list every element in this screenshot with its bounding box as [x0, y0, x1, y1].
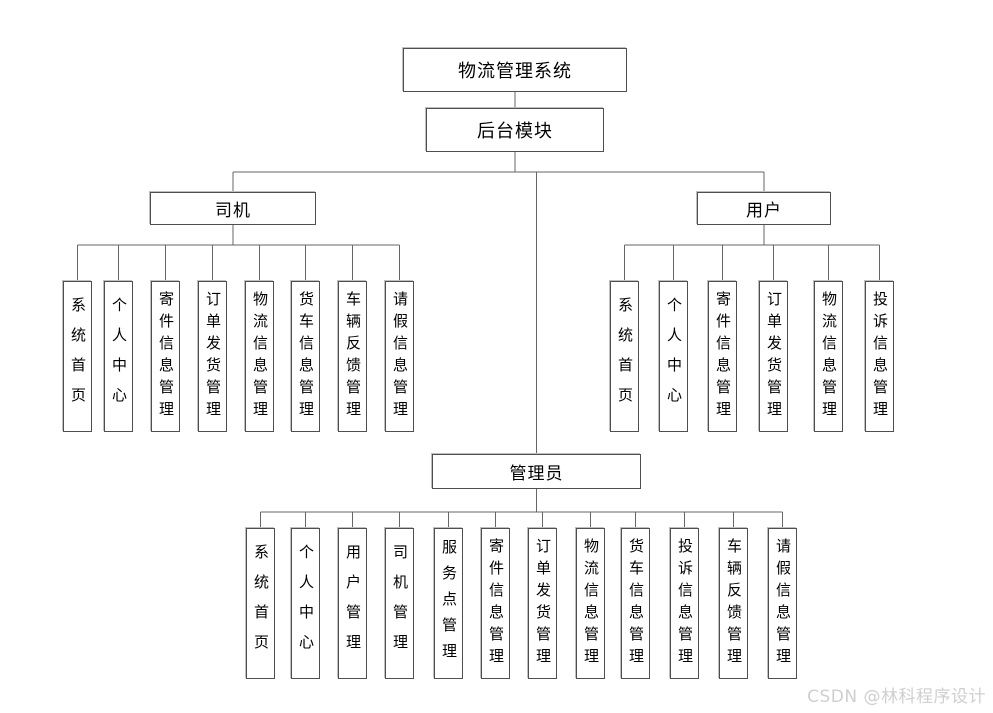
user-node-complaint-info-management: 投诉信息管理: [865, 281, 894, 432]
driver-node-truck-info-management: 货车信息管理: [291, 281, 320, 432]
driver-branch-node: 司机: [150, 192, 316, 225]
admin-node-user-management: 用户管理: [338, 528, 367, 679]
user-node-system-home: 系统首页: [610, 281, 639, 432]
driver-node-vehicle-feedback-management: 车辆反馈管理: [338, 281, 367, 432]
admin-branch-label: 管理员: [509, 464, 564, 484]
driver-node-leave-info-management: 请假信息管理: [385, 281, 414, 432]
admin-node-personal-center: 个人中心: [291, 528, 320, 679]
driver-node-parcel-info-management: 寄件信息管理: [151, 281, 180, 432]
user-branch-label: 用户: [746, 201, 782, 221]
admin-branch-node: 管理员: [432, 454, 641, 489]
root-node-label: 物流管理系统: [458, 61, 572, 82]
root-node: 物流管理系统: [403, 48, 627, 92]
driver-node-logistics-info-management: 物流信息管理: [245, 281, 274, 432]
user-node-parcel-info-management: 寄件信息管理: [708, 281, 737, 432]
admin-node-driver-management: 司机管理: [385, 528, 414, 679]
admin-node-order-shipping-management: 订单发货管理: [528, 528, 557, 679]
user-node-order-shipping-management: 订单发货管理: [759, 281, 788, 432]
admin-node-system-home: 系统首页: [246, 528, 275, 679]
driver-node-order-shipping-management: 订单发货管理: [198, 281, 227, 432]
user-branch-node: 用户: [697, 192, 831, 225]
admin-node-leave-info-management: 请假信息管理: [768, 528, 797, 679]
driver-node-system-home: 系统首页: [63, 281, 92, 432]
admin-node-logistics-info-management: 物流信息管理: [576, 528, 605, 679]
backend-module-label: 后台模块: [477, 121, 553, 142]
user-node-personal-center: 个人中心: [659, 281, 688, 432]
csdn-watermark: CSDN @林科程序设计: [807, 687, 986, 707]
backend-module-node: 后台模块: [426, 108, 604, 152]
admin-node-parcel-info-management: 寄件信息管理: [481, 528, 510, 679]
user-node-logistics-info-management: 物流信息管理: [814, 281, 843, 432]
admin-node-complaint-info-management: 投诉信息管理: [670, 528, 699, 679]
admin-node-vehicle-feedback-management: 车辆反馈管理: [719, 528, 748, 679]
admin-node-truck-info-management: 货车信息管理: [621, 528, 650, 679]
driver-node-personal-center: 个人中心: [104, 281, 133, 432]
driver-branch-label: 司机: [215, 201, 251, 221]
admin-node-service-point-management: 服务点管理: [434, 528, 463, 679]
